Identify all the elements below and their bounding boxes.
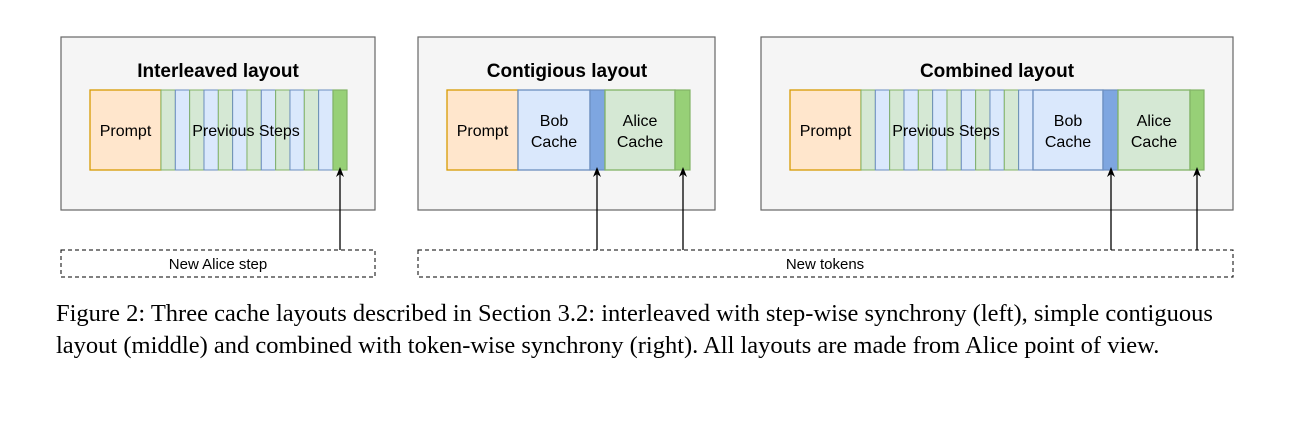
new-bob-token — [589, 89, 606, 171]
previous-steps-label: Previous Steps — [192, 123, 300, 140]
alice-cache-label-line2: Cache — [617, 134, 663, 151]
bob-cache-label-line1: Bob — [540, 113, 569, 130]
panel-contiguous-title: Contigious layout — [487, 61, 648, 82]
panel-combined-title: Combined layout — [920, 61, 1075, 82]
prompt-label: Prompt — [800, 123, 852, 140]
prompt-label: Prompt — [100, 123, 152, 140]
alice-step-stripe — [303, 89, 320, 171]
previous-steps-stripes — [860, 89, 1034, 171]
alice-cache-label-line1: Alice — [1137, 113, 1172, 130]
alice-cache-block — [1117, 89, 1191, 171]
alice-cache-block — [604, 89, 676, 171]
panel-contiguous: Contigious layout Prompt Bob Cache Alice… — [417, 36, 716, 211]
alice-cache-label-line2: Cache — [1131, 134, 1177, 151]
figure-caption: Figure 2: Three cache layouts described … — [56, 300, 1213, 359]
bob-cache-label-line2: Cache — [531, 134, 577, 151]
previous-steps-stripes — [160, 89, 334, 171]
panel-interleaved: Interleaved layout Prompt Previous Steps — [60, 36, 376, 211]
new-alice-token — [674, 89, 691, 171]
prompt-block — [89, 89, 162, 171]
bob-step-stripe — [1018, 89, 1034, 171]
bob-cache-label-line2: Cache — [1045, 134, 1091, 151]
bob-cache-block — [517, 89, 591, 171]
previous-steps-label: Previous Steps — [892, 123, 1000, 140]
bob-cache-block — [1032, 89, 1104, 171]
alice-cache-label-line1: Alice — [623, 113, 658, 130]
cache-layouts-diagram: Interleaved layout Prompt Previous Steps… — [60, 36, 1234, 278]
new-alice-step-label: New Alice step — [169, 256, 267, 273]
prompt-block — [789, 89, 862, 171]
new-bob-token — [1102, 89, 1119, 171]
new-alice-token — [1189, 89, 1205, 171]
bob-step-stripe — [874, 89, 891, 171]
bob-step-stripe — [174, 89, 191, 171]
new-tokens-box — [417, 249, 1234, 278]
bob-cache-label-line1: Bob — [1054, 113, 1083, 130]
bob-step-stripe — [318, 89, 334, 171]
alice-step-stripe — [160, 89, 176, 171]
alice-step-stripe — [860, 89, 876, 171]
new-tokens-label: New tokens — [786, 256, 864, 273]
new-alice-token — [332, 89, 348, 171]
panel-interleaved-title: Interleaved layout — [137, 61, 299, 82]
panel-combined: Combined layout Prompt Previous Steps Bo… — [760, 36, 1234, 211]
prompt-label: Prompt — [457, 123, 509, 140]
prompt-block — [446, 89, 519, 171]
alice-step-stripe — [1003, 89, 1020, 171]
new-alice-step-box — [60, 249, 376, 278]
